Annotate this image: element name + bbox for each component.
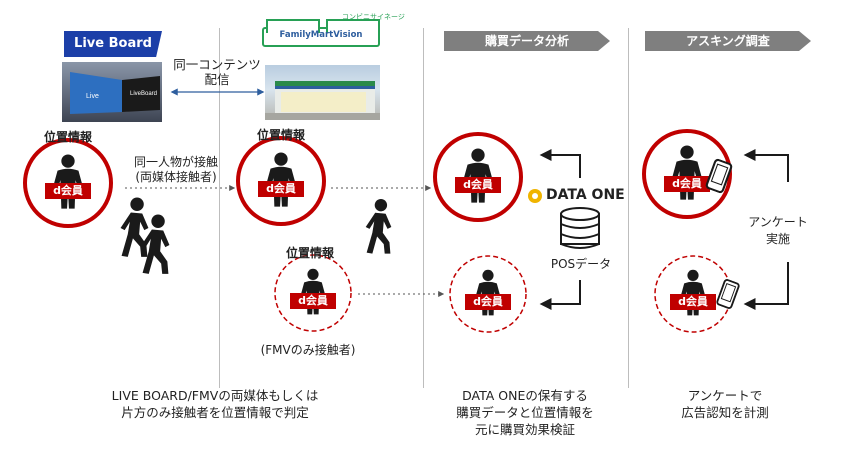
pos-data-label: POSデータ <box>550 257 612 271</box>
walking-person-icon <box>360 198 398 256</box>
liveboard-logo: Live Board <box>64 31 162 57</box>
caption-line: LIVE BOARD/FMVの両媒体もしくは <box>111 388 319 403</box>
d-member-badge: d会員 <box>670 294 716 310</box>
caption-line: 元に購買効果検証 <box>474 422 575 437</box>
asking-survey-header: アスキング調査 <box>645 31 811 51</box>
dataone-logo: DATA ONE <box>546 187 625 203</box>
purchase-analysis-header: 購買データ分析 <box>444 31 610 51</box>
caption-left: LIVE BOARD/FMVの両媒体もしくは 片方のみ接触者を位置情報で判定 <box>90 387 340 421</box>
section-divider-3 <box>628 28 629 388</box>
person-icon <box>472 268 504 318</box>
same-person-label: 同一人物が接触 <box>133 155 218 169</box>
caption-line: DATA ONEの保有する <box>462 388 588 403</box>
person-icon <box>297 267 329 317</box>
caption-line: アンケートで <box>687 388 763 403</box>
caption-line: 片方のみ接触者を位置情報で判定 <box>121 405 309 420</box>
person-icon <box>262 150 300 210</box>
caption-right: アンケートで 広告認知を計測 <box>650 387 800 421</box>
familymart-vision-logo: FamilyMartVision <box>262 19 380 47</box>
d-member-badge: d会員 <box>290 293 336 309</box>
location-info-label: 位置情報 <box>43 130 92 144</box>
section-divider-2 <box>423 28 424 388</box>
person-icon <box>677 268 709 318</box>
familymart-logo-text: FamilyMartVision <box>279 30 363 40</box>
person-icon <box>668 143 706 203</box>
familymart-signage-label: コンビニサイネージ <box>342 13 405 21</box>
d-member-badge: d会員 <box>258 181 304 197</box>
d-member-badge: d会員 <box>465 294 511 310</box>
person-icon <box>459 146 497 206</box>
svg-text:Live: Live <box>86 93 99 100</box>
database-icon <box>560 207 600 249</box>
familymart-store-image <box>265 65 380 120</box>
caption-middle: DATA ONEの保有する 購買データと位置情報を 元に購買効果検証 <box>425 387 625 438</box>
d-member-badge: d会員 <box>455 177 501 193</box>
conduct-label: 実施 <box>765 232 790 246</box>
d-member-badge: d会員 <box>664 176 710 192</box>
location-info-label: 位置情報 <box>285 246 334 260</box>
caption-line: 広告認知を計測 <box>681 405 769 420</box>
fmv-only-label: (FMVのみ接触者) <box>260 343 356 357</box>
both-media-label: (両媒体接触者) <box>135 170 217 184</box>
same-content-label: 同一コンテンツ <box>173 57 261 72</box>
delivery-label: 配信 <box>204 72 230 87</box>
person-icon <box>49 152 87 212</box>
familymart-logo-screen <box>326 19 380 33</box>
liveboard-billboard-image: Live LiveBoard <box>62 62 162 122</box>
d-member-badge: d会員 <box>45 183 91 199</box>
caption-line: 購買データと位置情報を <box>456 405 594 420</box>
familymart-logo-screen <box>266 19 320 33</box>
survey-label: アンケート <box>748 215 808 229</box>
svg-text:LiveBoard: LiveBoard <box>130 91 157 97</box>
walking-person-icon <box>135 214 177 276</box>
location-info-label: 位置情報 <box>256 128 305 142</box>
section-divider-1 <box>219 28 220 388</box>
